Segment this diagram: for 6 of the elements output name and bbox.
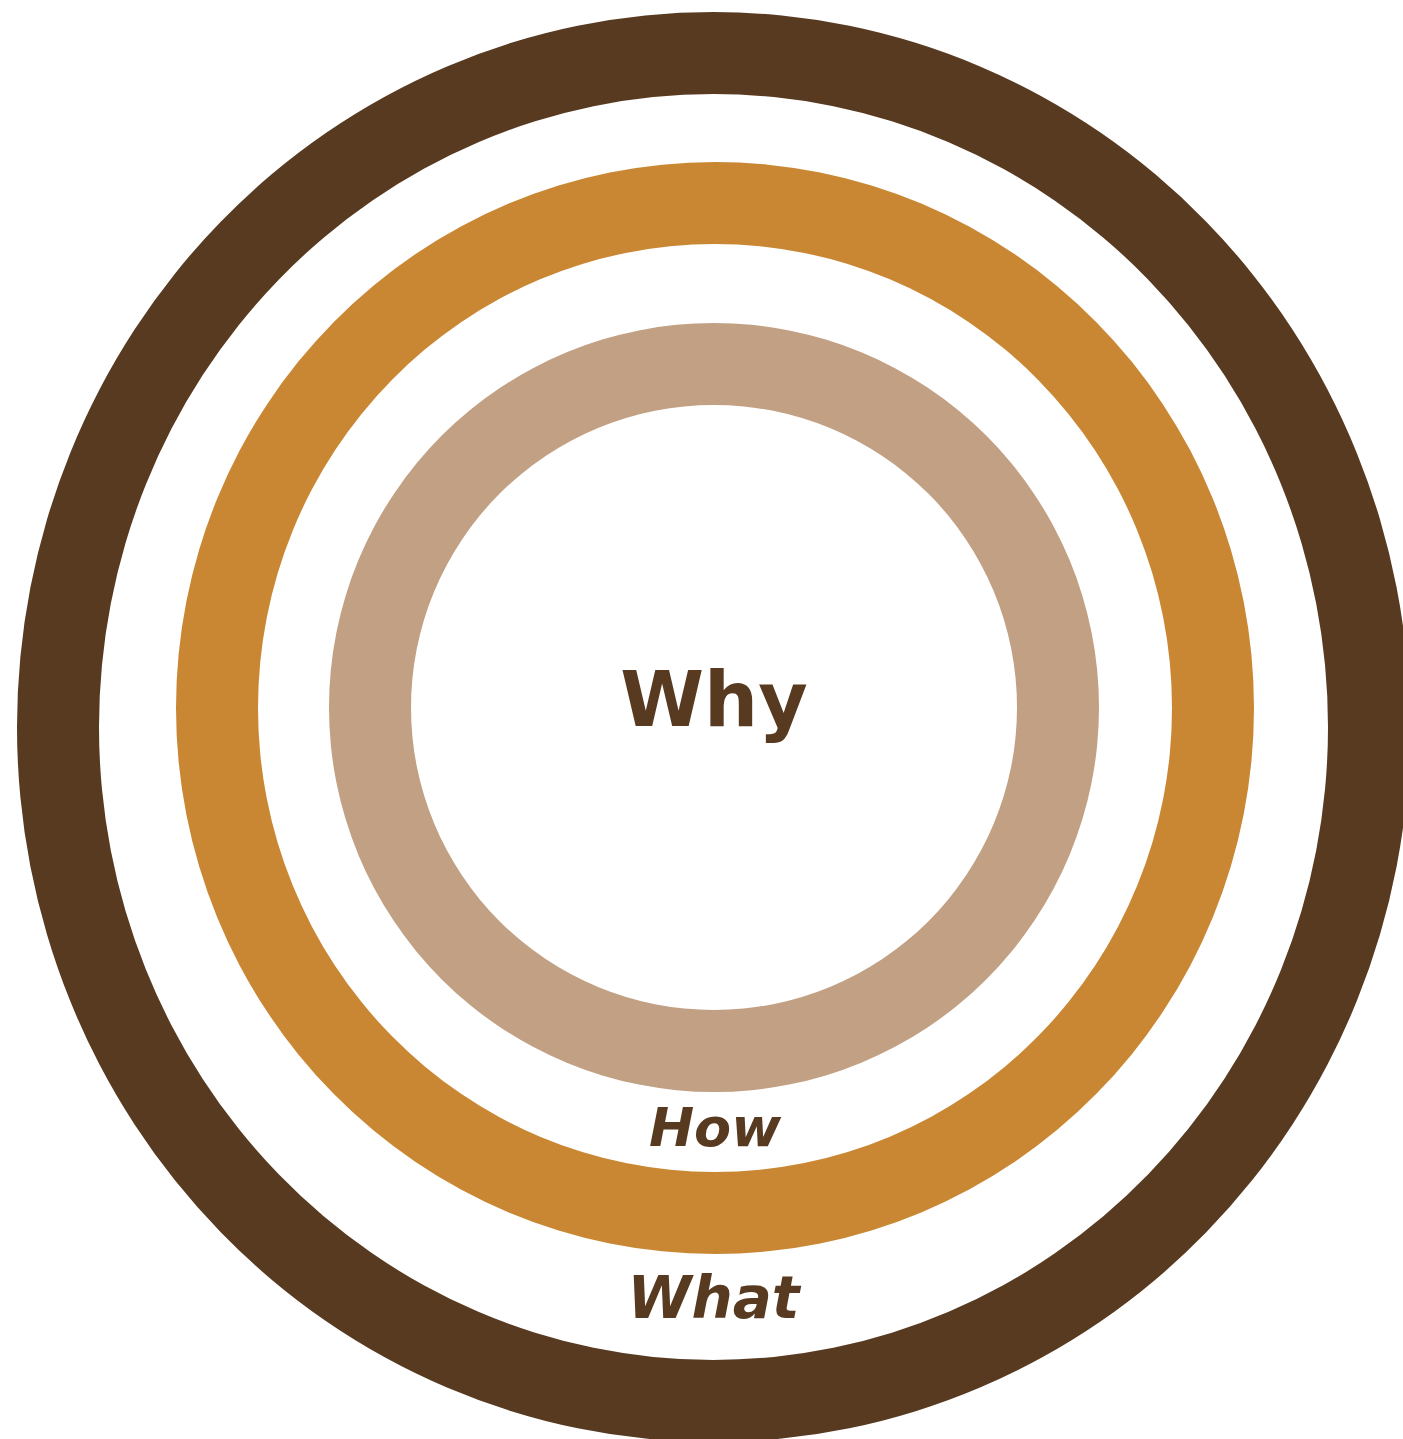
ring (329, 323, 1099, 1092)
ring (176, 162, 1254, 1254)
ring-label: What (627, 1264, 800, 1332)
ring-label: Why (620, 655, 808, 744)
ring (17, 12, 1403, 1439)
ring-label: How (648, 1096, 782, 1159)
